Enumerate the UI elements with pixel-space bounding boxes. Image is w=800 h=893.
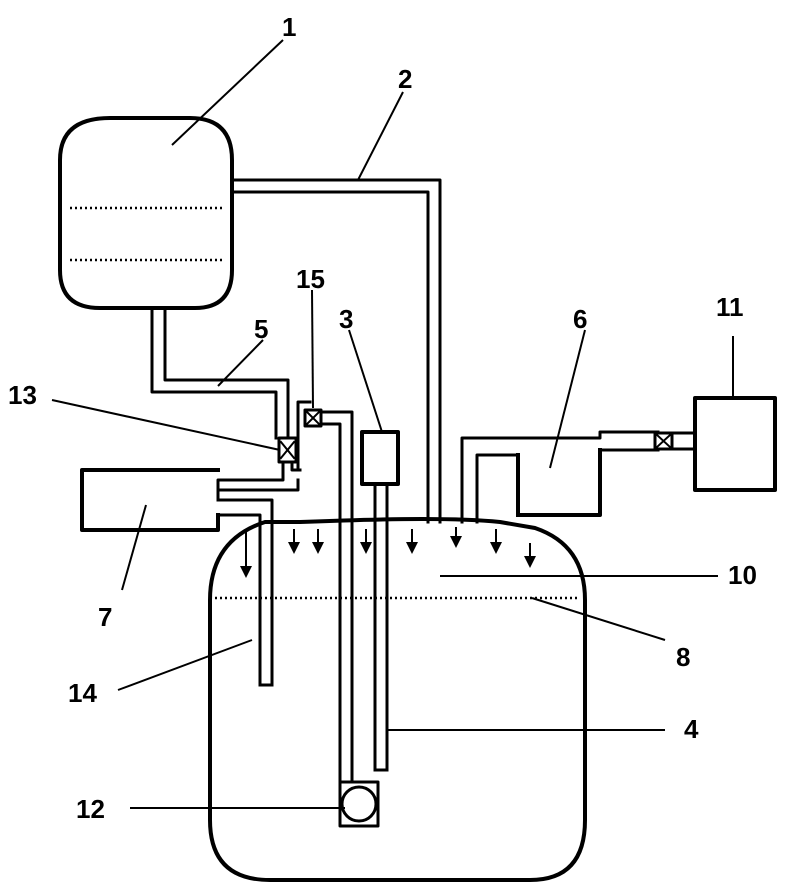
- unit-11: [695, 398, 775, 490]
- label-10: 10: [728, 560, 757, 590]
- label-6: 6: [573, 304, 587, 334]
- main-vessel: [210, 519, 585, 880]
- label-5: 5: [254, 314, 268, 344]
- label-4: 4: [684, 714, 699, 744]
- label-12: 12: [76, 794, 105, 824]
- pump-12: [340, 782, 378, 826]
- label-13: 13: [8, 380, 37, 410]
- valve-11: [655, 433, 695, 449]
- upper-tank: [60, 118, 232, 308]
- label-3: 3: [339, 304, 353, 334]
- label-14: 14: [68, 678, 97, 708]
- label-7: 7: [98, 602, 112, 632]
- valve-15: [305, 410, 321, 426]
- unit-6: [518, 450, 600, 515]
- unit-7: [82, 470, 272, 685]
- label-15: 15: [296, 264, 325, 294]
- valve-13: [279, 438, 296, 462]
- sensor-3: [362, 432, 398, 770]
- label-1: 1: [282, 12, 296, 42]
- leader-lines: [52, 40, 733, 808]
- label-2: 2: [398, 64, 412, 94]
- label-11: 11: [716, 292, 744, 322]
- pipe-2: [232, 180, 440, 522]
- label-8: 8: [676, 642, 690, 672]
- pipe-6: [462, 432, 658, 522]
